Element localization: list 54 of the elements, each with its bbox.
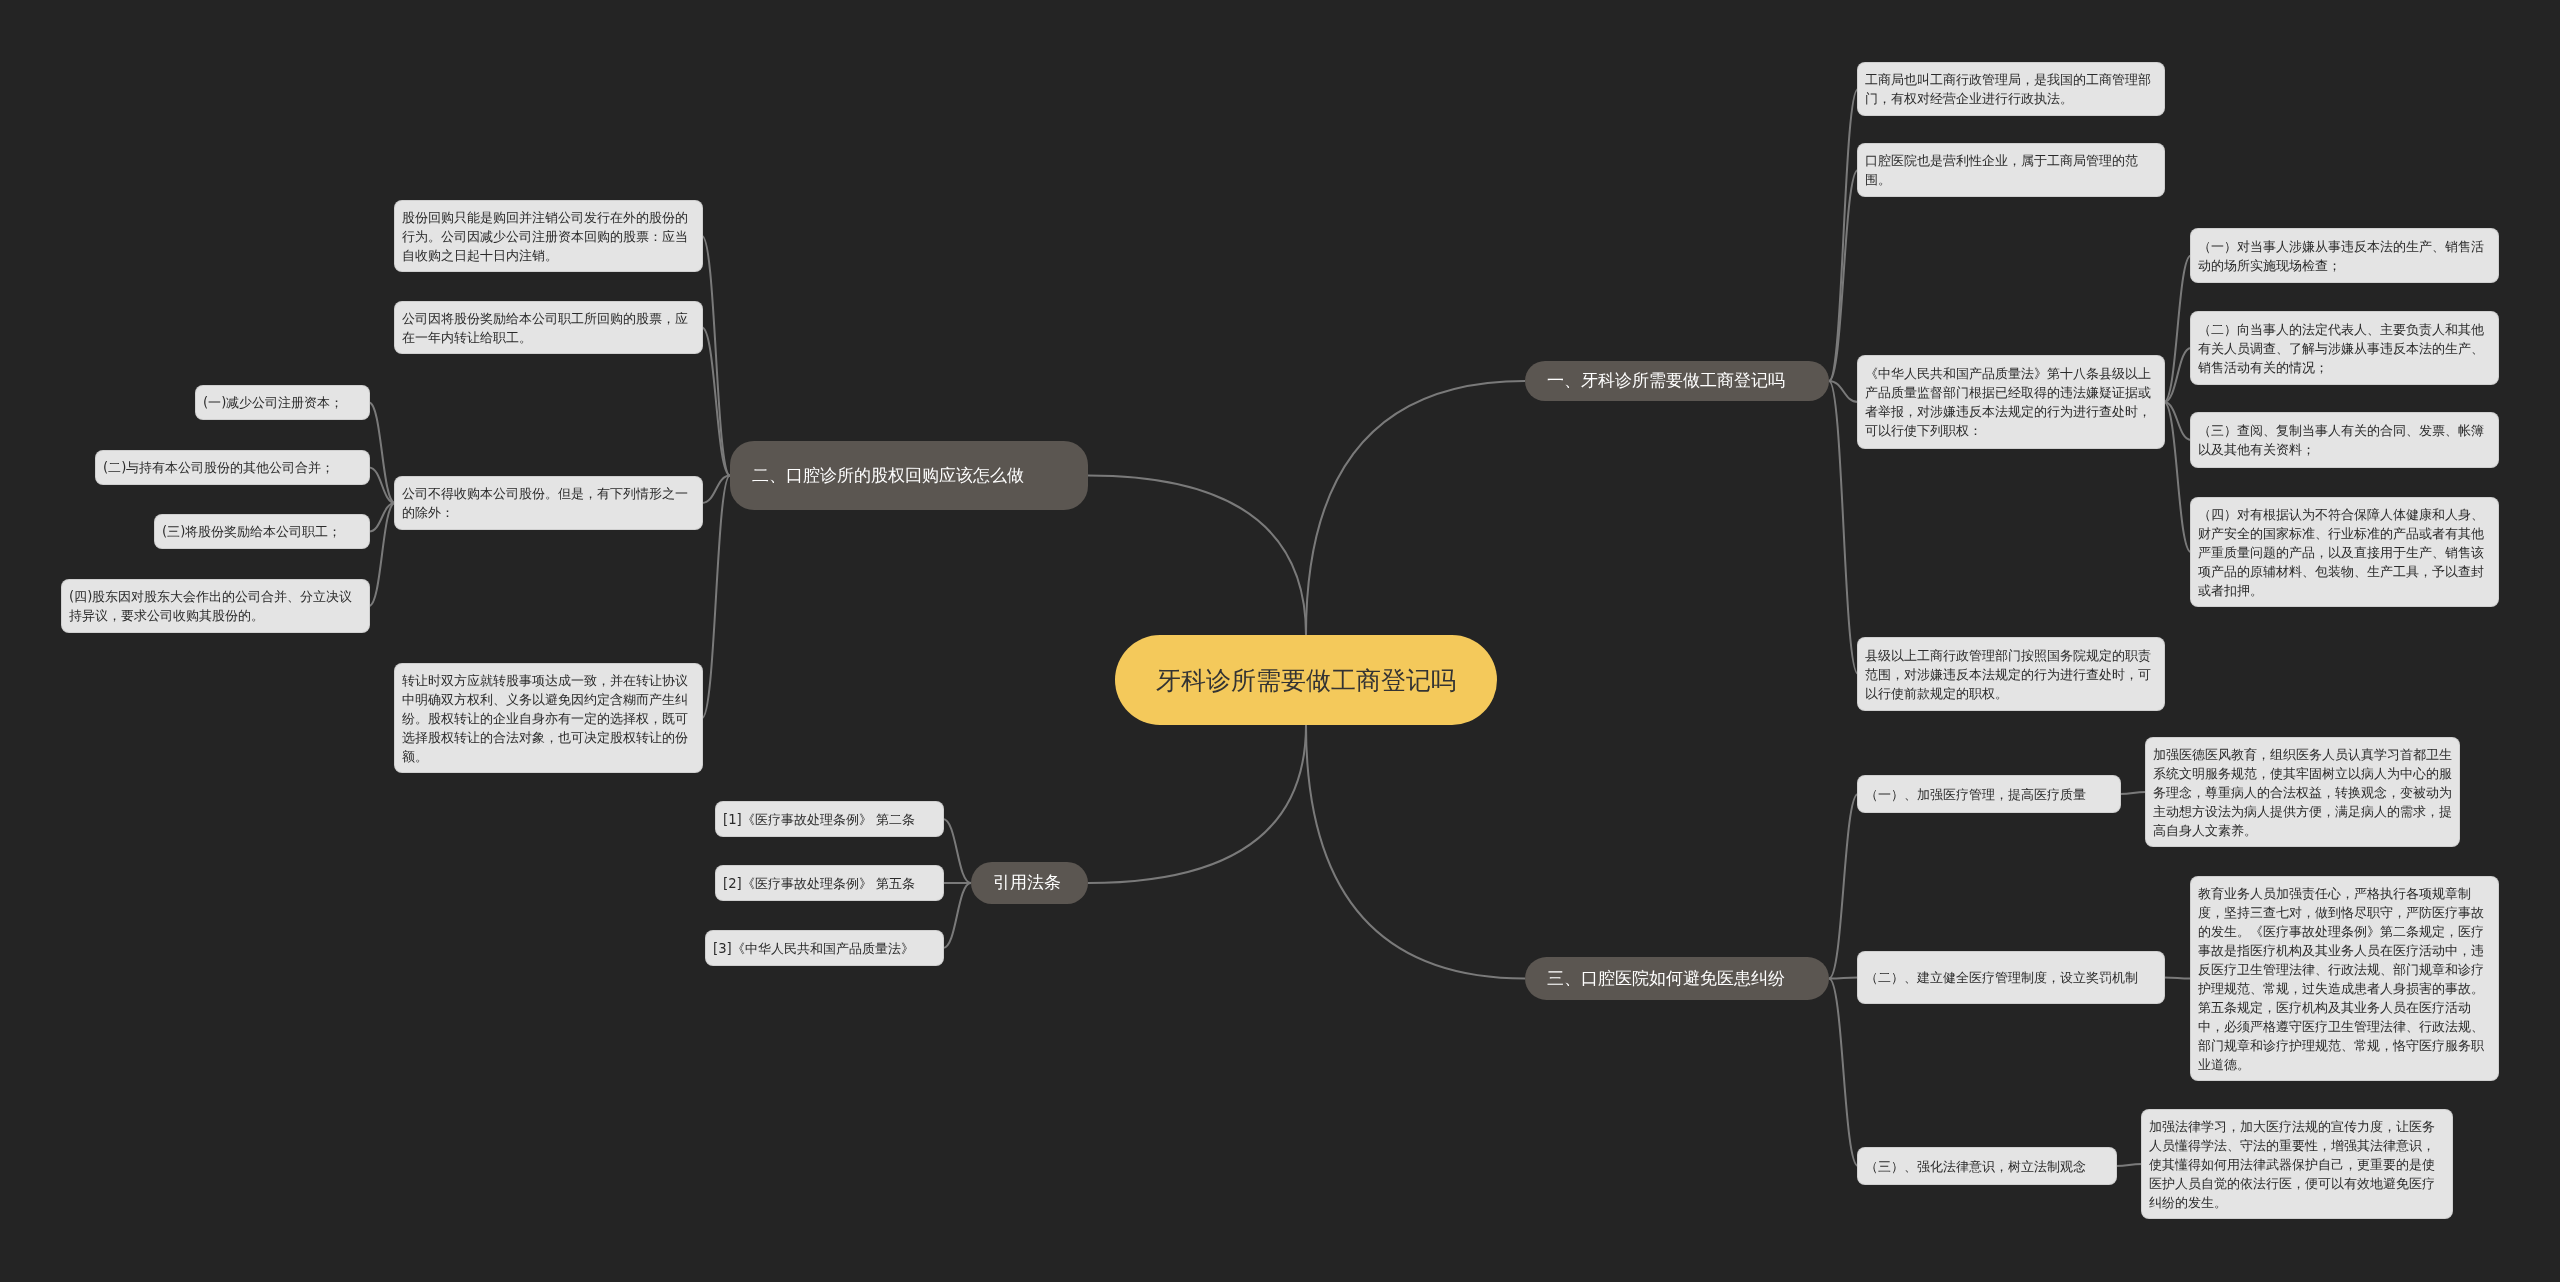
topic-box: (二)与持有本公司股份的其他公司合并； <box>96 451 369 484</box>
topic-box: 股份回购只能是购回并注销公司发行在外的股份的行为。公司因减少公司注册资本回购的股票：应当自收购之日起十日内注销。 <box>395 201 702 271</box>
connector-line <box>701 326 731 477</box>
connector-line <box>701 474 731 504</box>
connector-line <box>2163 401 2192 441</box>
topic-box: 公司因将股份奖励给本公司职工所回购的股票，应在一年内转让给职工。 <box>395 302 702 353</box>
topic-box: （三）查阅、复制当事人有关的合同、发票、帐簿以及其他有关资料； <box>2191 413 2498 467</box>
connector-line <box>2163 347 2192 403</box>
topic-box: 教育业务人员加强责任心，严格执行各项规章制度，坚持三查七对，做到恪尽职守，严防医疗事故的发生。《医疗事故处理条例》第二条规定，医疗事故是指医疗机构及其业务人员在医疗活动中，违反医疗卫生管理法律、行政法规、部门规章和诊疗护理规范、常规，过失造成患者人身损害的事故。第五条规定，医疗机构及其业务人员在医疗活动中，必须严格遵守医疗卫生管理法律、行政法规、部门规章和诊疗护理规范、常规，恪守医疗服务职业道德。 <box>2191 877 2498 1080</box>
topic-box: [3]《中华人民共和国产品质量法》 <box>706 931 943 965</box>
connector-line <box>368 502 396 533</box>
connector-line <box>1828 793 1859 980</box>
connector-line <box>701 474 731 719</box>
connector-line <box>942 882 972 949</box>
connector-line <box>701 235 731 477</box>
connector-line <box>1828 169 1859 382</box>
connector-line <box>1828 380 1859 675</box>
connector-line <box>1828 380 1859 403</box>
connector-line <box>2163 254 2192 403</box>
connector-line <box>1087 474 1307 636</box>
topic-box: [1]《医疗事故处理条例》 第二条 <box>716 802 943 836</box>
branch-topic: 一、牙科诊所需要做工商登记吗 <box>1525 361 1829 401</box>
central-topic: 牙科诊所需要做工商登记吗 <box>1115 635 1497 725</box>
topic-box: （三）、强化法律意识，树立法制观念 <box>1858 1148 2116 1184</box>
topic-box: （二）向当事人的法定代表人、主要负责人和其他有关人员调查、了解与涉嫌从事违反本法的生产、销售活动有关的情况； <box>2191 312 2498 384</box>
topic-box: 《中华人民共和国产品质量法》第十八条县级以上产品质量监督部门根据已经取得的违法嫌疑证据或者举报，对涉嫌违反本法规定的行为进行查处时，可以行使下列职权： <box>1858 356 2164 448</box>
topic-box: 公司不得收购本公司股份。但是，有下列情形之一的除外： <box>395 477 702 529</box>
connector-line <box>942 818 972 884</box>
topic-box: （二）、建立健全医疗管理制度，设立奖罚机制 <box>1858 952 2164 1003</box>
connector-line <box>2119 791 2147 795</box>
topic-box: 加强法律学习，加大医疗法规的宣传力度，让医务人员懂得学法、守法的重要性，增强其法律意识，使其懂得如何用法律武器保护自己，更重要的是使医护人员自觉的依法行医，便可以有效地避免医疗纠纷的发生。 <box>2142 1110 2452 1218</box>
topic-box: 转让时双方应就转股事项达成一致，并在转让协议中明确双方权利、义务以避免因约定含糊而产生纠纷。股权转让的企业自身亦有一定的选择权，既可选择股权转让的合法对象，也可决定股权转让的份额。 <box>395 664 702 772</box>
topic-box: (四)股东因对股东大会作出的公司合并、分立决议持异议，要求公司收购其股份的。 <box>62 580 369 632</box>
topic-box: (三)将股份奖励给本公司职工； <box>155 515 369 548</box>
branch-topic: 引用法条 <box>971 862 1088 904</box>
connector-line <box>2163 401 2192 553</box>
topic-box: (一)减少公司注册资本； <box>196 386 369 419</box>
topic-box: 口腔医院也是营利性企业，属于工商局管理的范围。 <box>1858 144 2164 196</box>
topic-box: 工商局也叫工商行政管理局，是我国的工商管理部门，有权对经营企业进行行政执法。 <box>1858 63 2164 115</box>
topic-box: 加强医德医风教育，组织医务人员认真学习首都卫生系统文明服务规范，使其牢固树立以病人为中心的服务理念，尊重病人的合法权益，转换观念，变被动为主动想方设法为病人提供方便，满足病人的需求，提高自身人文素养。 <box>2146 738 2459 846</box>
connector-line <box>1828 977 1859 1167</box>
branch-topic: 二、口腔诊所的股权回购应该怎么做 <box>730 441 1088 510</box>
connector-line <box>1828 88 1859 382</box>
connector-line <box>368 502 396 607</box>
topic-box: [2]《医疗事故处理条例》 第五条 <box>716 866 943 900</box>
topic-box: 县级以上工商行政管理部门按照国务院规定的职责范围，对涉嫌违反本法规定的行为进行查处时，可以行使前款规定的职权。 <box>1858 638 2164 710</box>
topic-box: （一）对当事人涉嫌从事违反本法的生产、销售活动的场所实施现场检查； <box>2191 229 2498 282</box>
connector-line <box>1828 976 1859 980</box>
topic-box: （一）、加强医疗管理，提高医疗质量 <box>1858 776 2120 812</box>
connector-line <box>2163 976 2192 980</box>
branch-topic: 三、口腔医院如何避免医患纠纷 <box>1525 957 1829 1000</box>
topic-box: （四）对有根据认为不符合保障人体健康和人身、财产安全的国家标准、行业标准的产品或者有其他严重质量问题的产品，以及直接用于生产、销售该项产品的原辅材料、包装物、生产工具，予以查封或者扣押。 <box>2191 498 2498 606</box>
connector-line <box>368 401 396 504</box>
connector-line <box>2115 1163 2143 1167</box>
